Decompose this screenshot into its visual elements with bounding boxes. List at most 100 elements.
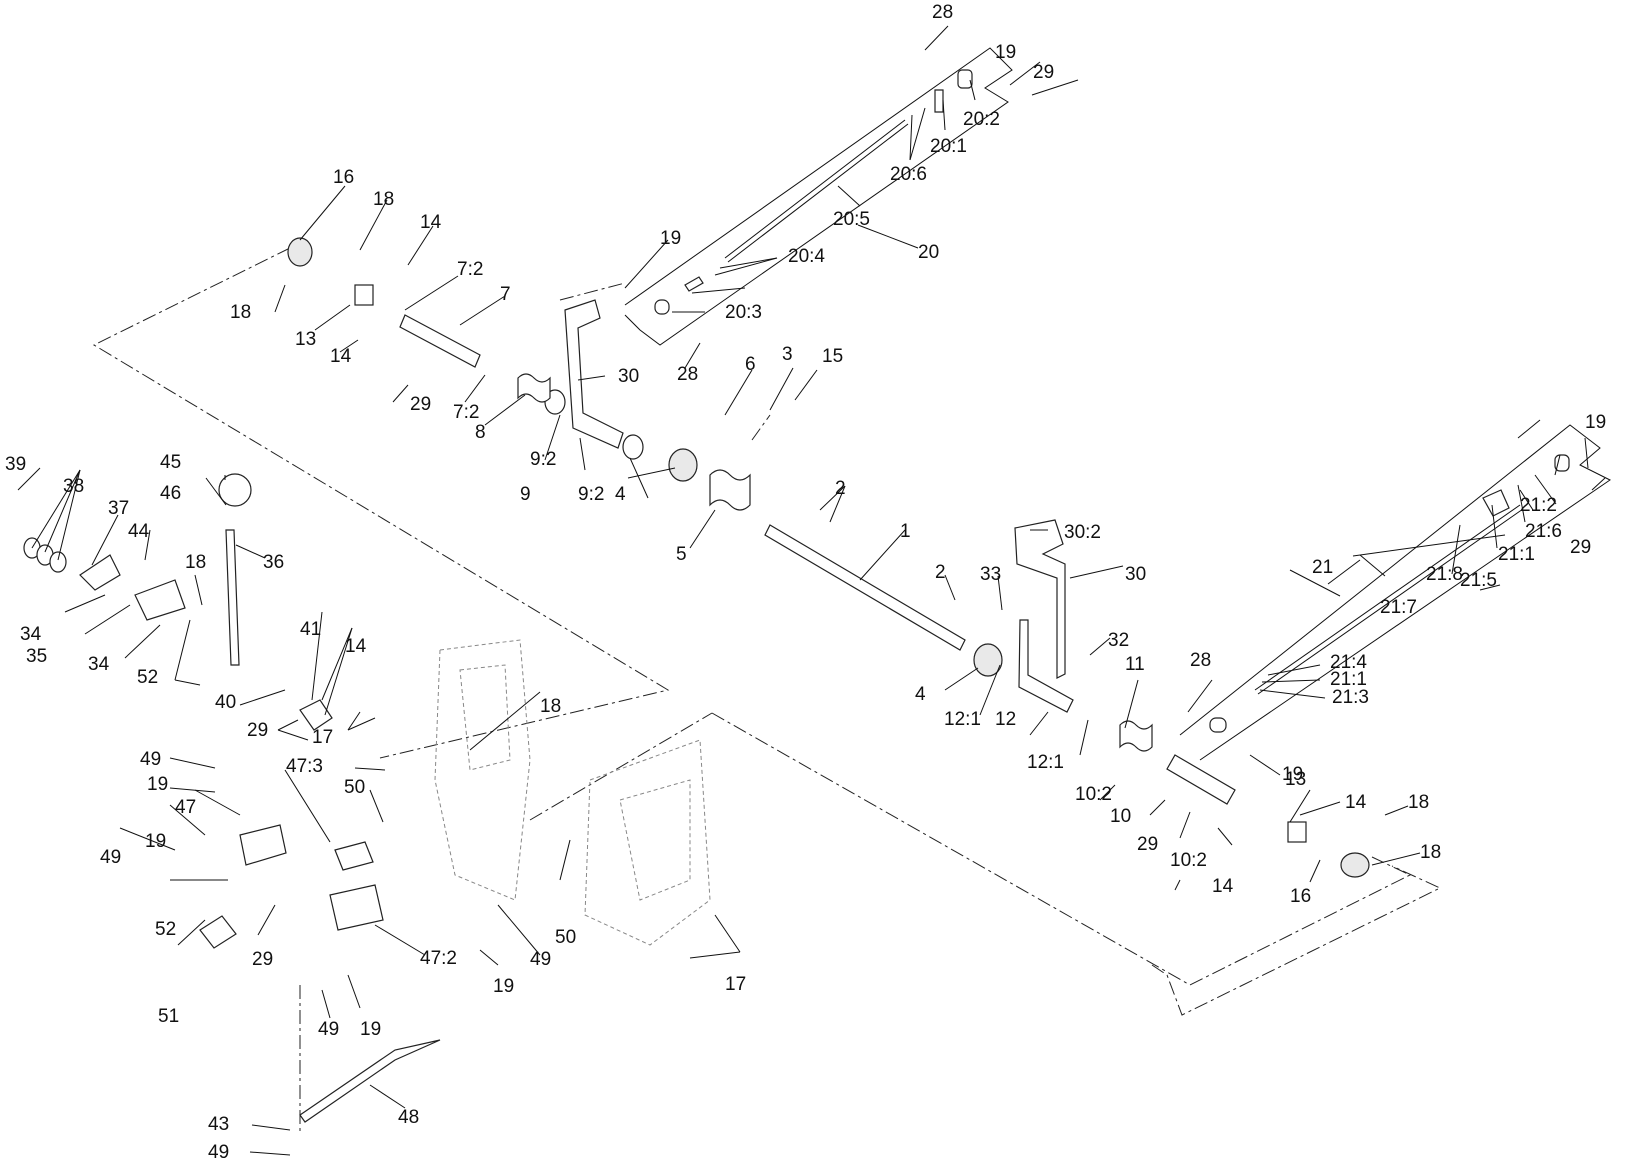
part-callout: 14	[330, 346, 352, 367]
left-upper-outline	[92, 247, 670, 759]
part-callout: 10:2	[1170, 850, 1207, 871]
part-callout: 18	[185, 552, 206, 573]
part-callout: 30	[618, 366, 639, 387]
part-callout: 13	[295, 329, 316, 350]
part-callout: 33	[980, 564, 1001, 585]
part-callout: 9:2	[578, 484, 604, 505]
part-callout: 6	[745, 354, 756, 375]
part-callout: 34	[20, 624, 42, 645]
part-callout: 18	[1420, 842, 1441, 863]
part-callout: 16	[1290, 886, 1311, 907]
part-callout: 44	[128, 521, 150, 542]
part-callout: 47:3	[286, 756, 323, 777]
part-callout: 45	[160, 452, 181, 473]
part-callout: 28	[932, 2, 953, 23]
part-callout: 17	[312, 727, 333, 748]
part-callout: 52	[137, 667, 158, 688]
part-callout: 28	[1190, 650, 1211, 671]
part-callout: 21:3	[1332, 687, 1369, 708]
part-callout: 16	[333, 167, 354, 188]
part-callout: 50	[555, 927, 576, 948]
part-callout: 29	[252, 949, 273, 970]
part-callout: 19	[493, 976, 514, 997]
part-callout: 21:5	[1460, 570, 1497, 591]
part-callout: 12:1	[944, 709, 981, 730]
part-callout: 3	[782, 344, 793, 365]
part-callout: 46	[160, 483, 181, 504]
part-callout: 4	[915, 684, 926, 705]
part-callout: 14	[420, 212, 442, 233]
part-callout: 29	[1137, 834, 1158, 855]
part-callout: 1	[900, 521, 911, 542]
part-callout: 38	[63, 476, 84, 497]
part-callout: 49	[530, 949, 551, 970]
part-callout: 39	[5, 454, 26, 475]
part-callout: 12:1	[1027, 752, 1064, 773]
part-callout: 50	[344, 777, 365, 798]
part-callout: 28	[677, 364, 698, 385]
part-callout: 9:2	[530, 449, 556, 470]
part-callout: 21:7	[1380, 597, 1417, 618]
part-callout: 14	[1345, 792, 1367, 813]
part-callout: 8	[475, 422, 486, 443]
part-callout: 20:1	[930, 136, 967, 157]
part-callout: 20:5	[833, 209, 870, 230]
part-callout: 30	[1125, 564, 1146, 585]
frame-plates	[434, 639, 711, 946]
leader-lines	[17, 25, 1606, 1156]
part-callout: 14	[345, 636, 367, 657]
part-callout: 9	[520, 484, 531, 505]
cable-21-outline	[1179, 424, 1611, 761]
part-callout: 21:8	[1426, 564, 1463, 585]
part-callout: 21:1	[1498, 544, 1535, 565]
part-callout: 30:2	[1064, 522, 1101, 543]
part-number-labels: 28192920:220:120:620:52020:41920:3281618…	[5, 2, 1606, 1163]
part-callout: 21	[1312, 557, 1333, 578]
part-callout: 19	[145, 831, 166, 852]
part-callout: 48	[398, 1107, 419, 1128]
right-lower-outline	[529, 712, 713, 821]
part-callout: 52	[155, 919, 176, 940]
part-callout: 49	[318, 1019, 339, 1040]
part-callout: 15	[822, 346, 843, 367]
part-callout: 19	[360, 1019, 381, 1040]
part-callout: 20:2	[963, 109, 1000, 130]
part-callout: 18	[1408, 792, 1429, 813]
part-callout: 47:2	[420, 948, 457, 969]
part-callout: 5	[676, 544, 687, 565]
part-callout: 11	[1125, 654, 1145, 675]
part-callout: 2	[935, 562, 946, 583]
parts	[23, 69, 1570, 1123]
part-callout: 20:4	[788, 246, 825, 267]
part-callout: 49	[208, 1142, 229, 1163]
part-callout: 10	[1110, 806, 1131, 827]
part-callout: 36	[263, 552, 284, 573]
part-callout: 29	[410, 394, 431, 415]
part-callout: 19	[1282, 764, 1303, 785]
part-callout: 19	[147, 774, 168, 795]
part-callout: 7:2	[457, 259, 483, 280]
part-callout: 49	[140, 749, 161, 770]
part-callout: 18	[230, 302, 251, 323]
part-callout: 21:1	[1330, 669, 1367, 690]
part-callout: 51	[158, 1006, 179, 1027]
part-callout: 41	[300, 619, 321, 640]
part-callout: 19	[995, 42, 1016, 63]
part-callout: 20:3	[725, 302, 762, 323]
part-callout: 20:6	[890, 164, 927, 185]
part-callout: 13	[1285, 769, 1306, 790]
cable-20-outline	[624, 47, 1013, 346]
right-lower-outline-2	[1151, 865, 1442, 1016]
part-callout: 2	[835, 478, 846, 499]
part-callout: 29	[1033, 62, 1054, 83]
part-callout: 7:2	[453, 402, 479, 423]
part-callout: 49	[100, 847, 121, 868]
part-callout: 47	[175, 797, 196, 818]
part-callout: 21:6	[1525, 521, 1562, 542]
part-callout: 7	[500, 284, 511, 305]
part-callout: 4	[615, 484, 626, 505]
part-callout: 35	[26, 646, 47, 667]
part-callout: 10:2	[1075, 784, 1112, 805]
assembly-outlines	[92, 47, 1611, 1135]
part-callout: 37	[108, 498, 129, 519]
